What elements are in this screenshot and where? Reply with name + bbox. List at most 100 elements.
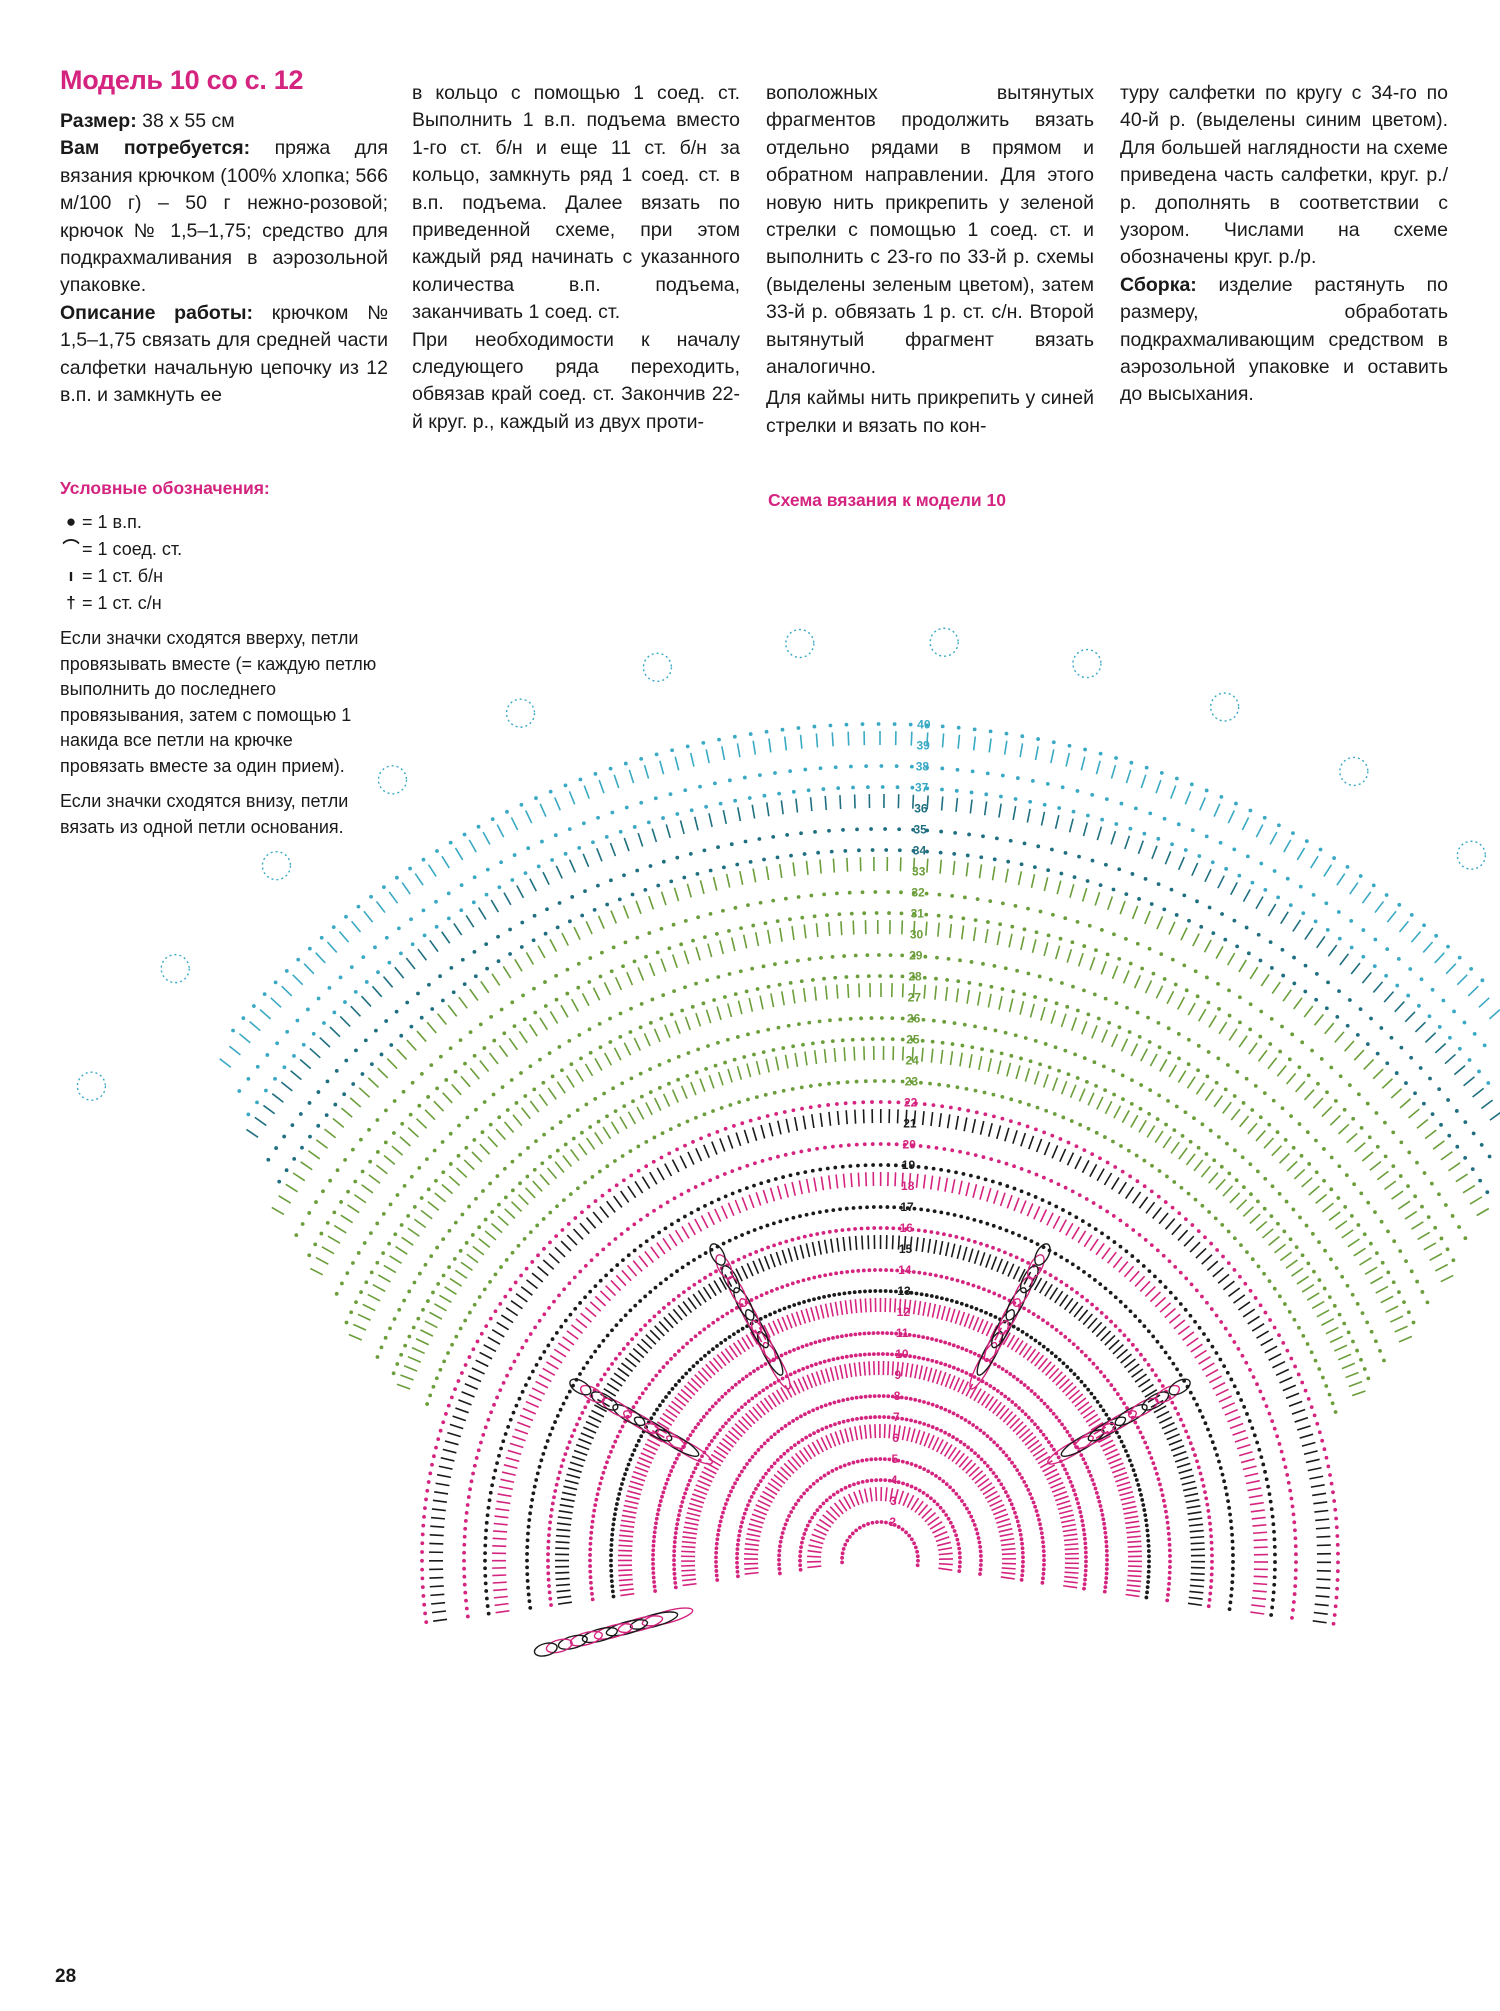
chain-dot [615, 1263, 619, 1267]
chain-dot [1086, 879, 1090, 883]
chain-dot [1072, 810, 1076, 814]
chain-dot [1096, 1495, 1100, 1499]
chain-dot [525, 1572, 529, 1576]
chain-dot [620, 1232, 624, 1236]
chain-dot [750, 1495, 754, 1499]
chain-dot [780, 1354, 784, 1358]
chain-dot [1415, 1280, 1419, 1284]
stitch-mark [642, 1339, 652, 1349]
chain-dot [1235, 944, 1239, 948]
chain-dot [418, 1272, 422, 1276]
chain-dot [704, 1251, 708, 1255]
chain-dot [827, 1337, 831, 1341]
chain-dot [546, 1439, 550, 1443]
stitch-mark [502, 1472, 516, 1475]
stitch-mark [1418, 1232, 1430, 1239]
stitch-mark [443, 1093, 453, 1103]
chain-dot [965, 1303, 969, 1307]
chain-dot [1473, 1032, 1477, 1036]
stitch-mark [686, 1518, 700, 1521]
chain-dot [1146, 1539, 1150, 1543]
chain-dot [277, 1180, 281, 1184]
chain-dot [523, 1017, 527, 1021]
chain-dot [766, 1224, 770, 1228]
chain-dot [966, 1151, 970, 1155]
chain-dot [692, 1364, 696, 1368]
chain-dot [787, 1024, 791, 1028]
chain-dot [541, 1452, 545, 1456]
chain-dot [608, 1189, 612, 1193]
stitch-mark [673, 1309, 682, 1320]
chain-dot [1016, 1378, 1020, 1382]
stitch-mark [614, 775, 618, 788]
chain-dot [676, 1078, 680, 1082]
stitch-mark [1025, 1068, 1029, 1081]
stitch-mark [1135, 1276, 1145, 1286]
chain-dot [1259, 862, 1263, 866]
chain-dot [926, 1401, 930, 1405]
chain-dot [1020, 1542, 1024, 1546]
chain-dot [1117, 867, 1121, 871]
stitch-mark [637, 1344, 647, 1353]
chain-dot [910, 1537, 914, 1541]
chain-dot [439, 1055, 443, 1059]
stitch-mark [1329, 1212, 1340, 1220]
chain-dot [1105, 1553, 1109, 1557]
stitch-mark [825, 1240, 827, 1254]
chain-dot [1254, 1296, 1258, 1300]
chain-dot [566, 968, 570, 972]
chain-dot [815, 1479, 819, 1483]
chain-dot [811, 1211, 815, 1215]
chain-dot [1017, 1406, 1021, 1410]
stitch-mark [378, 1275, 390, 1282]
chain-dot [864, 1416, 868, 1420]
stitch-mark [611, 911, 616, 924]
chain-dot [885, 1205, 889, 1209]
chain-dot [852, 1482, 856, 1486]
chain-dot [1039, 1429, 1043, 1433]
stitch-mark [903, 1047, 904, 1061]
chain-dot [633, 1249, 637, 1253]
stitch-mark [661, 959, 666, 972]
chain-dot [1038, 1342, 1042, 1346]
chain-dot [1177, 822, 1181, 826]
stitch-mark [946, 987, 948, 1001]
chain-dot [1109, 1291, 1113, 1295]
chain-dot [439, 1429, 443, 1433]
chain-dot [1211, 860, 1215, 864]
chain-dot [1200, 1122, 1204, 1126]
chain-dot [1448, 1036, 1452, 1040]
stitch-mark [691, 1082, 696, 1095]
chain-dot [954, 1492, 958, 1496]
chain-dot [724, 1127, 728, 1131]
stitch-mark [795, 1053, 797, 1067]
chain-dot [739, 969, 743, 973]
chain-dot [521, 1390, 525, 1394]
chain-dot [541, 1081, 545, 1085]
chain-dot [1402, 1300, 1406, 1304]
stitch-mark [1470, 1197, 1482, 1204]
stitch-mark [749, 1195, 754, 1208]
chain-dot [743, 776, 747, 780]
stitch-mark [978, 992, 980, 1006]
stitch-mark [989, 1123, 992, 1137]
chain-dot [537, 865, 541, 869]
stitch-mark [1056, 946, 1060, 959]
stitch-mark [860, 1299, 861, 1313]
chain-dot [412, 1326, 416, 1330]
chain-dot [1330, 1156, 1334, 1160]
stitch-mark [527, 1280, 538, 1289]
chain-dot [950, 1148, 954, 1152]
chain-dot [1016, 1327, 1020, 1331]
chain-dot [1131, 1343, 1135, 1347]
chain-dot [560, 1464, 564, 1468]
chain-dot [818, 1019, 822, 1023]
chain-dot [919, 1144, 923, 1148]
chain-dot [602, 1471, 606, 1475]
chain-dot [1125, 1223, 1129, 1227]
chain-dot [836, 1335, 840, 1339]
chain-dot [734, 1383, 738, 1387]
stitch-mark [455, 1408, 468, 1413]
chain-dot [630, 1076, 634, 1080]
chain-dot [979, 1550, 983, 1554]
